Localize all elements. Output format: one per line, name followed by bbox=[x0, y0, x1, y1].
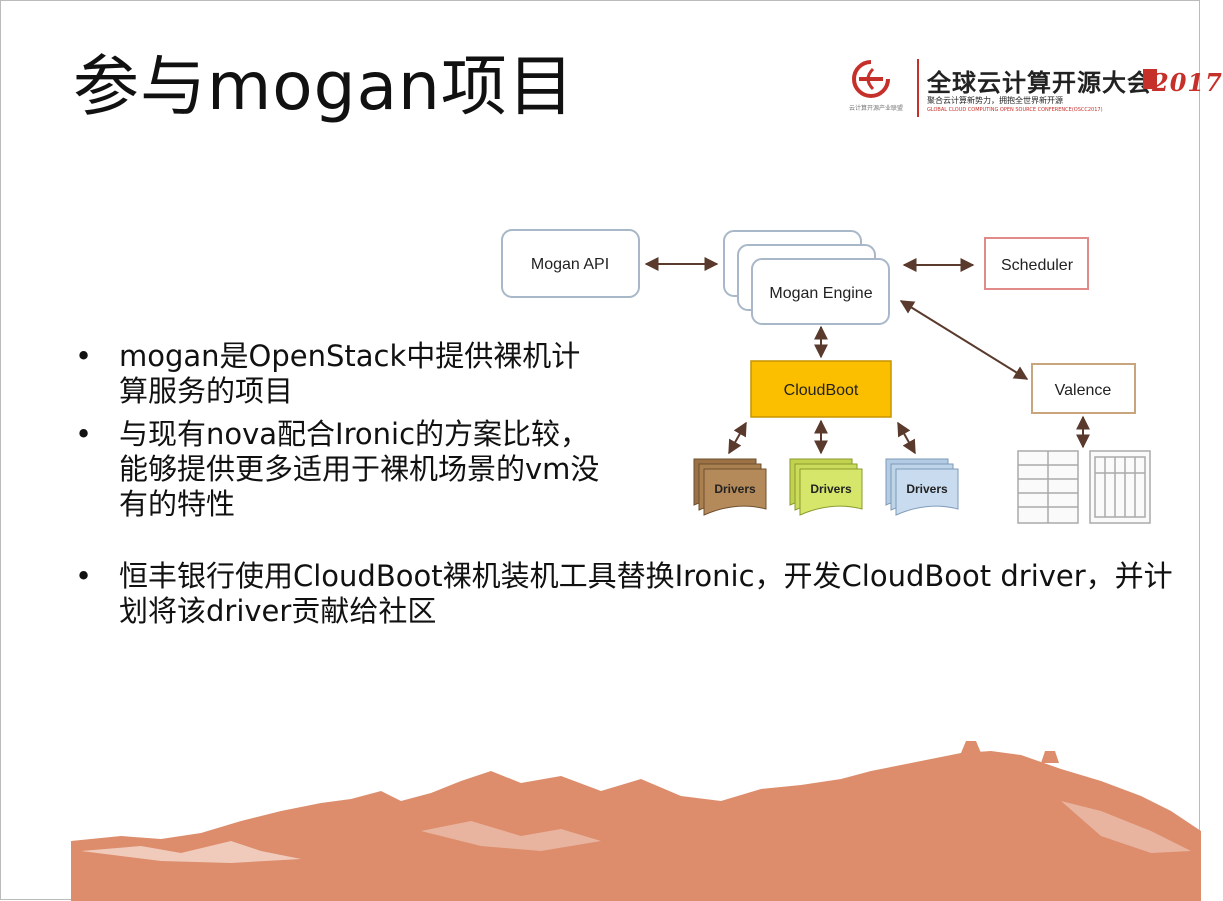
conference-slogan: 聚合云计算新势力，拥抱全世界新开源 bbox=[927, 96, 1063, 105]
conference-year: 2017 bbox=[1152, 68, 1223, 97]
conference-name: 全球云计算开源大会2017 bbox=[927, 63, 1223, 98]
valence-node: Valence bbox=[1031, 363, 1136, 414]
server-rack-icon-1 bbox=[1017, 450, 1079, 524]
drivers-stack-3: Drivers bbox=[885, 458, 959, 516]
bullet-item-2: • 与现有nova配合Ironic的方案比较，能够提供更多适用于裸机场景的vm没有… bbox=[73, 417, 603, 522]
bullet-list: • mogan是OpenStack中提供裸机计算服务的项目 • 与现有nova配合I… bbox=[73, 339, 603, 530]
valence-label: Valence bbox=[1055, 382, 1112, 399]
mogan-engine-node: Mogan Engine bbox=[723, 230, 890, 325]
drivers-stack-1: Drivers bbox=[693, 458, 767, 516]
bullet-text-1: mogan是OpenStack中提供裸机计算服务的项目 bbox=[119, 339, 581, 408]
architecture-diagram: Mogan API Mogan Engine Scheduler CloudBo… bbox=[501, 229, 1151, 524]
conference-title: 全球云计算开源大会 bbox=[927, 68, 1152, 97]
mogan-api-node: Mogan API bbox=[501, 229, 640, 298]
oscc-logo-icon bbox=[852, 60, 890, 98]
org-label: 云计算开源产业联盟 bbox=[848, 105, 903, 112]
drivers-label-2: Drivers bbox=[810, 482, 852, 496]
bullet-text-3: 恒丰银行使用CloudBoot裸机装机工具替换Ironic，开发CloudBoo… bbox=[119, 559, 1173, 628]
slide-title: 参与mogan项目 bbox=[73, 48, 575, 125]
bullet-text-2: 与现有nova配合Ironic的方案比较，能够提供更多适用于裸机场景的vm没有的… bbox=[119, 417, 600, 521]
mogan-api-label: Mogan API bbox=[531, 256, 609, 273]
arrow-cloudboot-driver1 bbox=[728, 421, 747, 455]
server-rack-icon-2 bbox=[1089, 450, 1151, 524]
drivers-label-1: Drivers bbox=[714, 482, 756, 496]
cloudboot-node: CloudBoot bbox=[750, 360, 892, 418]
drivers-stack-2: Drivers bbox=[789, 458, 863, 516]
great-wall-mountains-decoration bbox=[71, 741, 1201, 901]
cloudboot-label: CloudBoot bbox=[784, 382, 859, 399]
bullet-item-3: • 恒丰银行使用CloudBoot裸机装机工具替换Ironic，开发CloudBo… bbox=[73, 559, 1173, 629]
drivers-label-3: Drivers bbox=[906, 482, 948, 496]
bullet-marker: • bbox=[75, 417, 93, 451]
seal-stamp-icon bbox=[1143, 69, 1157, 89]
conference-slogan-en: GLOBAL CLOUD COMPUTING OPEN SOURCE CONFE… bbox=[927, 107, 1103, 113]
bullet-item-1: • mogan是OpenStack中提供裸机计算服务的项目 bbox=[73, 339, 603, 409]
scheduler-label: Scheduler bbox=[1001, 257, 1074, 274]
bullet-list-2: • 恒丰银行使用CloudBoot裸机装机工具替换Ironic，开发CloudBo… bbox=[73, 559, 1173, 629]
conference-logo: 云计算开源产业联盟 全球云计算开源大会2017 聚合云计算新势力，拥抱全世界新开… bbox=[841, 53, 1222, 123]
bullet-marker: • bbox=[75, 339, 93, 373]
bullet-marker: • bbox=[75, 559, 93, 593]
mogan-engine-label: Mogan Engine bbox=[769, 285, 872, 302]
arrow-engine-valence bbox=[899, 300, 1029, 380]
scheduler-node: Scheduler bbox=[984, 237, 1089, 290]
arrow-cloudboot-driver3 bbox=[897, 421, 916, 455]
logo-divider bbox=[917, 59, 919, 117]
